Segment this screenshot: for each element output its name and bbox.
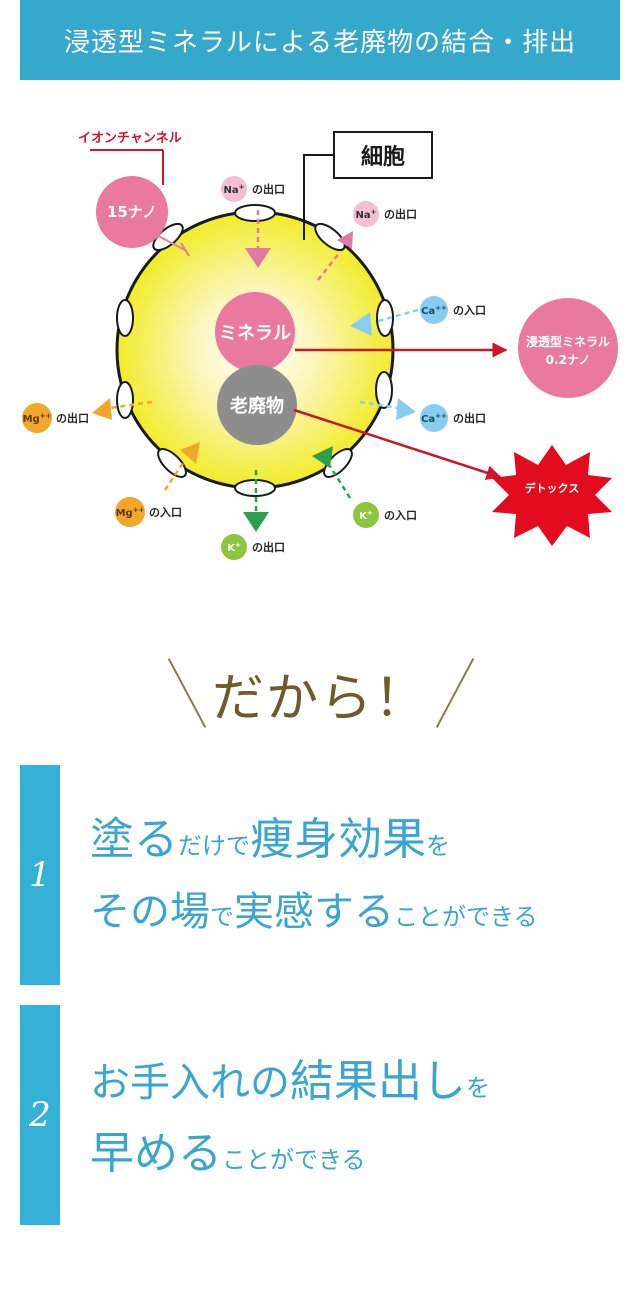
point-number: 2	[20, 1005, 60, 1225]
point-number: 1	[20, 765, 60, 985]
ion-badge-na-out-top: Na+ の出口	[221, 176, 285, 202]
detox-label: デトックス	[525, 481, 580, 495]
point-1-line-1: 塗るだけで痩身効果を	[90, 814, 450, 865]
mineral-circle	[215, 292, 295, 372]
cell-diagram: イオンチャンネル 15ナノ 細胞 ミネラル 老廃物 浸透型ミネラル 0.2ナノ …	[22, 131, 618, 560]
dakara-text: だから！	[211, 669, 428, 729]
penetrating-mineral-label: 浸透型ミネラル	[526, 334, 610, 349]
cell-label: 細胞	[361, 144, 405, 170]
svg-text:の入口: の入口	[453, 304, 486, 317]
svg-text:Na+: Na+	[356, 208, 377, 221]
svg-text:の出口: の出口	[252, 540, 285, 554]
svg-text:の出口: の出口	[252, 182, 285, 196]
point-2-line-1: お手入れの結果出しを	[90, 1056, 490, 1107]
point-1: 1 塗るだけで痩身効果を その場で実感することができる	[20, 765, 620, 985]
svg-text:Mg++: Mg++	[23, 412, 52, 425]
ion-badge-ca-out: Ca++ の出口	[420, 404, 486, 432]
ion-badge-ca-in: Ca++ の入口	[420, 296, 486, 324]
ion-badge-k-out: K+ の出口	[221, 534, 285, 560]
point-2: 2 お手入れの結果出しを 早めることができる	[20, 1005, 620, 1225]
svg-text:K+: K+	[359, 509, 373, 522]
svg-text:の出口: の出口	[56, 411, 89, 425]
ion-badge-k-in: K+ の入口	[353, 502, 417, 528]
waste-label: 老廃物	[230, 395, 284, 417]
svg-text:Mg++: Mg++	[116, 506, 145, 519]
svg-text:の出口: の出口	[384, 207, 417, 221]
ion-badge-na-out-right: Na+ の出口	[353, 201, 417, 227]
penetrating-mineral-circle	[518, 298, 618, 398]
svg-text:の入口: の入口	[384, 509, 417, 522]
detox-starburst	[492, 445, 612, 546]
dakara-heading: だから！	[0, 650, 640, 730]
svg-text:Ca++: Ca++	[421, 304, 447, 317]
ion-channels	[116, 204, 394, 497]
header-banner: 浸透型ミネラルによる老廃物の結合・排出	[20, 0, 620, 80]
ion-badge-mg-out: Mg++ の出口	[22, 403, 89, 433]
mineral-label: ミネラル	[219, 323, 291, 344]
ion-channel-label: イオンチャンネル	[78, 131, 182, 146]
point-2-line-2: 早めることができる	[90, 1128, 366, 1179]
svg-text:Ca++: Ca++	[421, 412, 447, 425]
svg-text:の出口: の出口	[453, 411, 486, 425]
ion-badge-mg-in: Mg++ の入口	[115, 497, 182, 527]
penetrating-mineral-size: 0.2ナノ	[546, 353, 591, 367]
point-1-line-2: その場で実感することができる	[90, 889, 538, 935]
svg-text:の入口: の入口	[149, 506, 182, 519]
page-title: 浸透型ミネラルによる老廃物の結合・排出	[63, 27, 577, 58]
channel-size-bubble	[96, 176, 168, 248]
svg-text:Na+: Na+	[224, 183, 245, 196]
svg-text:K+: K+	[227, 541, 241, 554]
cell-label-box	[333, 131, 433, 179]
channel-size-label: 15ナノ	[107, 203, 157, 221]
waste-circle	[217, 365, 297, 445]
